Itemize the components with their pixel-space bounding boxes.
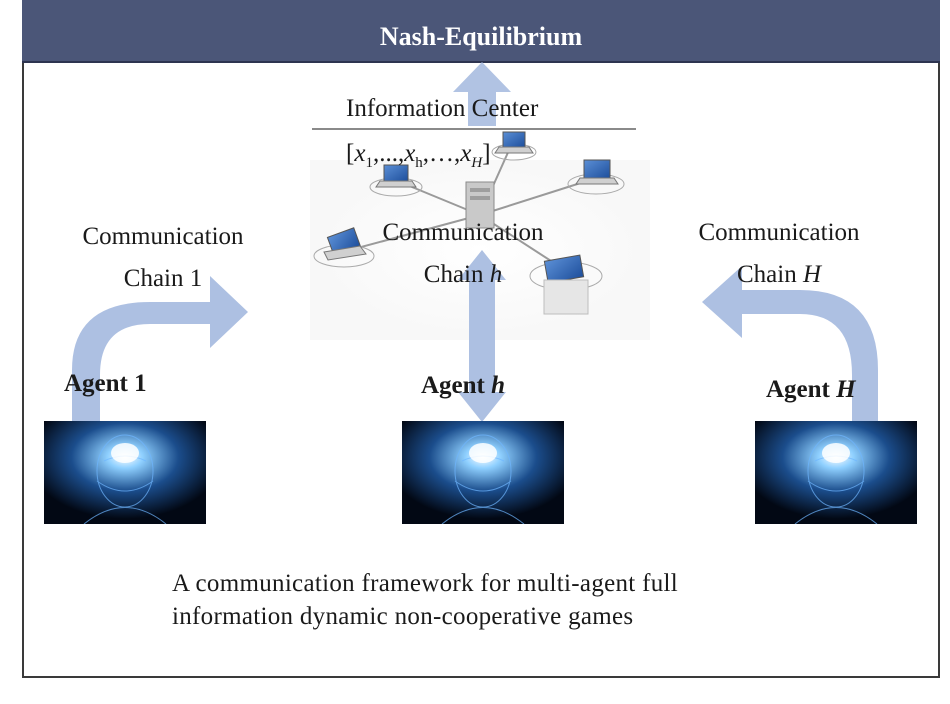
arrow-chain-h <box>458 250 506 422</box>
agent-h-label: Agent h <box>421 372 505 400</box>
chain-h-var: h <box>489 261 503 288</box>
header-bar: Nash-Equilibrium <box>22 0 940 63</box>
agent-1-prefix: Agent 1 <box>64 370 147 397</box>
laptop-icon-1 <box>369 164 423 197</box>
glowing-head-icon <box>755 421 917 524</box>
figure-caption: A communication framework for multi-agen… <box>172 567 678 633</box>
agent-H-label: Agent H <box>766 376 856 404</box>
agent-1-image <box>44 421 206 524</box>
chain-h-label: Communication Chain h <box>352 212 574 296</box>
agent-h-prefix: Agent <box>421 372 492 399</box>
chain-1-line2: Chain 1 <box>123 265 203 292</box>
chain-H-label: Communication Chain H <box>668 212 890 296</box>
chain-H-var: H <box>802 261 822 288</box>
vector-sep2: ,…, <box>422 140 461 167</box>
vector-close: ] <box>482 140 491 167</box>
vector-open: [ <box>346 140 355 167</box>
glowing-head-icon <box>402 421 564 524</box>
agent-H-prefix: Agent <box>766 376 837 403</box>
info-center-divider <box>312 128 636 130</box>
header-title: Nash-Equilibrium <box>379 22 583 51</box>
chain-H-line1: Communication <box>698 219 860 246</box>
glowing-head-icon <box>44 421 206 524</box>
caption-line1: A communication framework for multi-agen… <box>172 570 679 597</box>
laptop-icon-3 <box>567 159 625 195</box>
vector-x1-sub: 1 <box>365 155 373 171</box>
arrow-chain-H <box>702 266 878 430</box>
agent-h-var: h <box>491 372 506 399</box>
arrow-up-to-equilibrium <box>453 62 511 126</box>
laptop-icon-5 <box>529 254 603 315</box>
vector-xh: x <box>404 140 416 167</box>
laptop-icon-4 <box>313 227 375 268</box>
server-icon <box>465 181 495 229</box>
chain-H-prefix: Chain <box>736 261 803 288</box>
vector-xH: x <box>460 140 472 167</box>
chain-1-label: Communication Chain 1 <box>52 216 274 300</box>
laptop-icon-2 <box>491 131 537 161</box>
chain-1-line1: Communication <box>82 223 244 250</box>
agent-H-var: H <box>836 376 856 403</box>
agent-H-image <box>755 421 917 524</box>
caption-line2: information dynamic non-cooperative game… <box>172 603 634 630</box>
arrow-chain-1 <box>72 276 248 430</box>
agent-h-image <box>402 421 564 524</box>
vector-x1: x <box>354 140 366 167</box>
agent-1-label: Agent 1 <box>64 370 147 398</box>
chain-H-line2: Chain H <box>668 254 890 296</box>
chain-h-prefix: Chain <box>423 261 490 288</box>
info-center-title: Information Center <box>346 95 539 122</box>
chain-h-line2: Chain h <box>352 254 574 296</box>
state-vector: [x1,...,xh,…,xH] <box>346 140 491 172</box>
vector-xH-sub: H <box>471 155 483 171</box>
vector-sep1: ,..., <box>372 140 405 167</box>
vector-xh-sub: h <box>415 155 423 171</box>
chain-h-line1: Communication <box>382 219 544 246</box>
